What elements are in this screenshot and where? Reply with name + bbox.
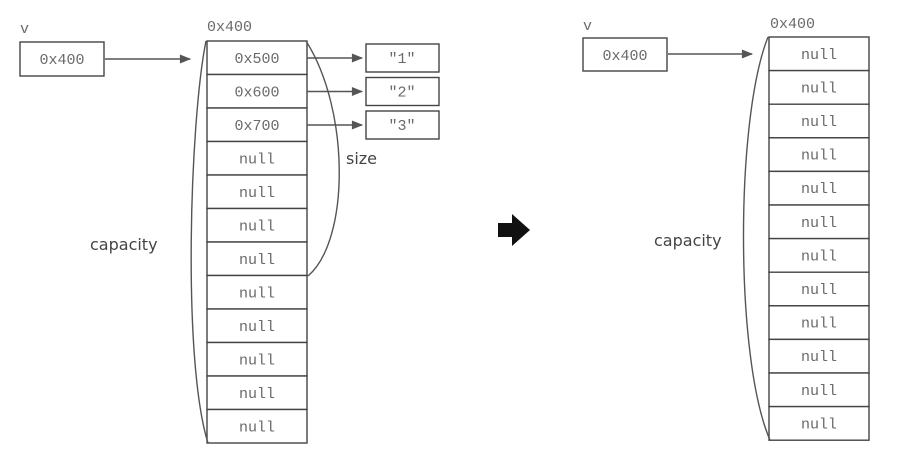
before-cell-value: null: [239, 185, 275, 202]
after-cell-value: null: [801, 80, 837, 97]
before-array-address: 0x400: [207, 19, 252, 36]
before-state: v 0x400 0x400 0x500 0x600 0x700 null null nul…: [19, 19, 440, 444]
after-cell: [768, 103, 870, 139]
after-array-address: 0x400: [770, 16, 815, 33]
before-cell: [206, 375, 308, 411]
before-cell: [206, 408, 308, 444]
after-var-value: 0x400: [602, 48, 647, 65]
before-capacity-brace: [190, 40, 209, 444]
after-capacity-brace: [742, 36, 771, 441]
string-object-box: [365, 43, 440, 73]
after-var-label: v: [583, 18, 592, 35]
after-cell-value: null: [801, 47, 837, 64]
before-cell-value: 0x700: [234, 118, 279, 135]
before-cell: [206, 174, 308, 210]
before-cell-value: null: [239, 252, 275, 269]
before-var-value: 0x400: [39, 52, 84, 69]
string-object-value: "2": [388, 85, 415, 102]
before-cell-value: null: [239, 319, 275, 336]
after-cell: [768, 405, 870, 441]
after-cell-value: null: [801, 316, 837, 333]
after-cell: [768, 372, 870, 408]
before-cell: [206, 274, 308, 310]
after-array: null null null null null null null null null null…: [768, 36, 870, 441]
after-cell-value: null: [801, 181, 837, 198]
before-cell-value: 0x600: [234, 84, 279, 101]
before-size-brace: [305, 40, 340, 277]
before-cell-value: null: [239, 386, 275, 403]
before-cell-value: null: [239, 419, 275, 436]
before-cell-value: 0x500: [234, 51, 279, 68]
after-cell: [768, 137, 870, 173]
after-cell-value: null: [801, 148, 837, 165]
before-cell: [206, 341, 308, 377]
before-cell-value: null: [239, 285, 275, 302]
before-string-objects: "1" "2" "3": [307, 43, 440, 140]
after-state: v 0x400 0x400 nullnullnullnullnullnullnu…: [582, 16, 870, 441]
after-cell-value: null: [801, 248, 837, 265]
after-capacity-label: capacity: [654, 231, 722, 250]
before-var-box: [19, 41, 105, 77]
before-cell: [206, 140, 308, 176]
after-cell-value: null: [801, 282, 837, 299]
before-cell: [206, 308, 308, 344]
string-object-box: [365, 110, 440, 140]
before-cell-value: null: [239, 352, 275, 369]
before-var-label: v: [20, 21, 29, 38]
after-cell-value: null: [801, 114, 837, 131]
string-object-box: [365, 76, 440, 107]
after-cell: [768, 305, 870, 341]
after-cell-value: null: [801, 416, 837, 433]
after-cell-value: null: [801, 383, 837, 400]
string-object-value: "3": [388, 118, 415, 135]
string-object-value: "1": [388, 51, 415, 68]
before-capacity-label: capacity: [90, 235, 158, 254]
after-cell: [768, 36, 870, 72]
before-cell: [206, 241, 308, 277]
after-cell-value: null: [801, 349, 837, 366]
before-array: 0x500 0x600 0x700 null null null null null null n…: [206, 40, 308, 444]
before-size-label: size: [346, 149, 377, 168]
after-cell: [768, 338, 870, 374]
after-cell-value: null: [801, 215, 837, 232]
after-cell: [768, 170, 870, 206]
before-cell: [206, 207, 308, 243]
right-arrow-icon: [498, 214, 530, 246]
after-cell: [768, 69, 870, 105]
before-cell: [206, 40, 308, 76]
after-var-box: [582, 37, 668, 72]
after-cell: [768, 271, 870, 307]
before-cell-value: null: [239, 218, 275, 235]
before-cell-value: null: [239, 151, 275, 168]
